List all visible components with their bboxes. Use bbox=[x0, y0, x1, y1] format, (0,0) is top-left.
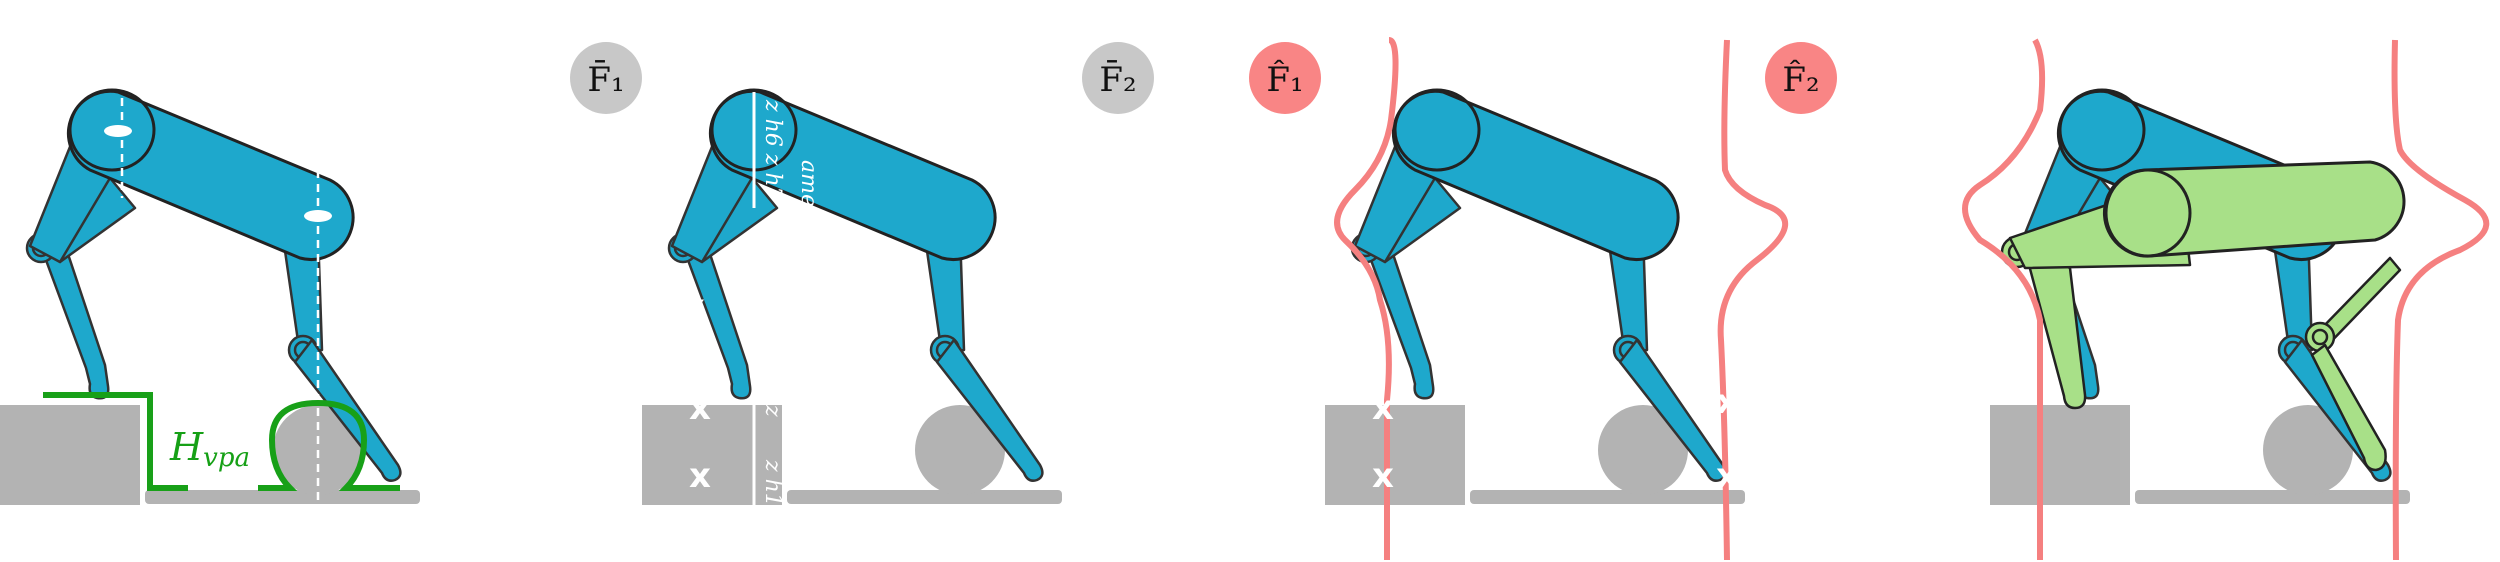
x-mark: x bbox=[689, 388, 711, 428]
panel-4 bbox=[1962, 38, 2490, 561]
distribution-curve bbox=[1334, 37, 1399, 560]
panel-label: F̂₂ bbox=[1782, 59, 1819, 100]
panel-label: F̂₁ bbox=[1266, 59, 1303, 100]
distribution-curve bbox=[1962, 38, 2046, 560]
hvpa-profile-right bbox=[258, 399, 400, 491]
x-mark: x bbox=[1372, 456, 1394, 496]
panel-label: F̄₁ bbox=[587, 59, 624, 100]
frame-circle-red bbox=[1765, 42, 1837, 114]
distribution-curve bbox=[1717, 39, 1788, 561]
distribution-curve bbox=[2391, 39, 2490, 561]
panel-3: x x x x F̂₁ F̂₂ bbox=[1249, 37, 1837, 561]
hvpa-label: Hvpa bbox=[169, 425, 250, 473]
frame-label: ame) bbox=[796, 160, 821, 216]
frame-circle-gray bbox=[1082, 42, 1154, 114]
x-mark: x bbox=[1716, 456, 1738, 496]
robot-alternative bbox=[2000, 160, 2406, 472]
panel-2: z h6 z h7 ame) z z h1 x x x F̄₁ F̄₂ bbox=[570, 42, 1154, 507]
panel-label: F̄₂ bbox=[1099, 59, 1136, 100]
x-mark: x bbox=[1716, 382, 1738, 422]
z-label: z bbox=[760, 404, 785, 417]
frame-circle-gray bbox=[570, 42, 642, 114]
hip-marker bbox=[104, 125, 132, 137]
hip-marker bbox=[304, 210, 332, 222]
x-mark: x bbox=[683, 287, 705, 327]
z-h6-h7-label: z h6 z h7 bbox=[760, 99, 785, 201]
panel-1: Hvpa bbox=[0, 88, 420, 505]
z-h1-label: z h1 bbox=[760, 459, 785, 507]
hvpa-profile-left bbox=[43, 392, 188, 491]
frame-circle-red bbox=[1249, 42, 1321, 114]
x-mark: x bbox=[1372, 388, 1394, 428]
x-mark: x bbox=[689, 456, 711, 496]
